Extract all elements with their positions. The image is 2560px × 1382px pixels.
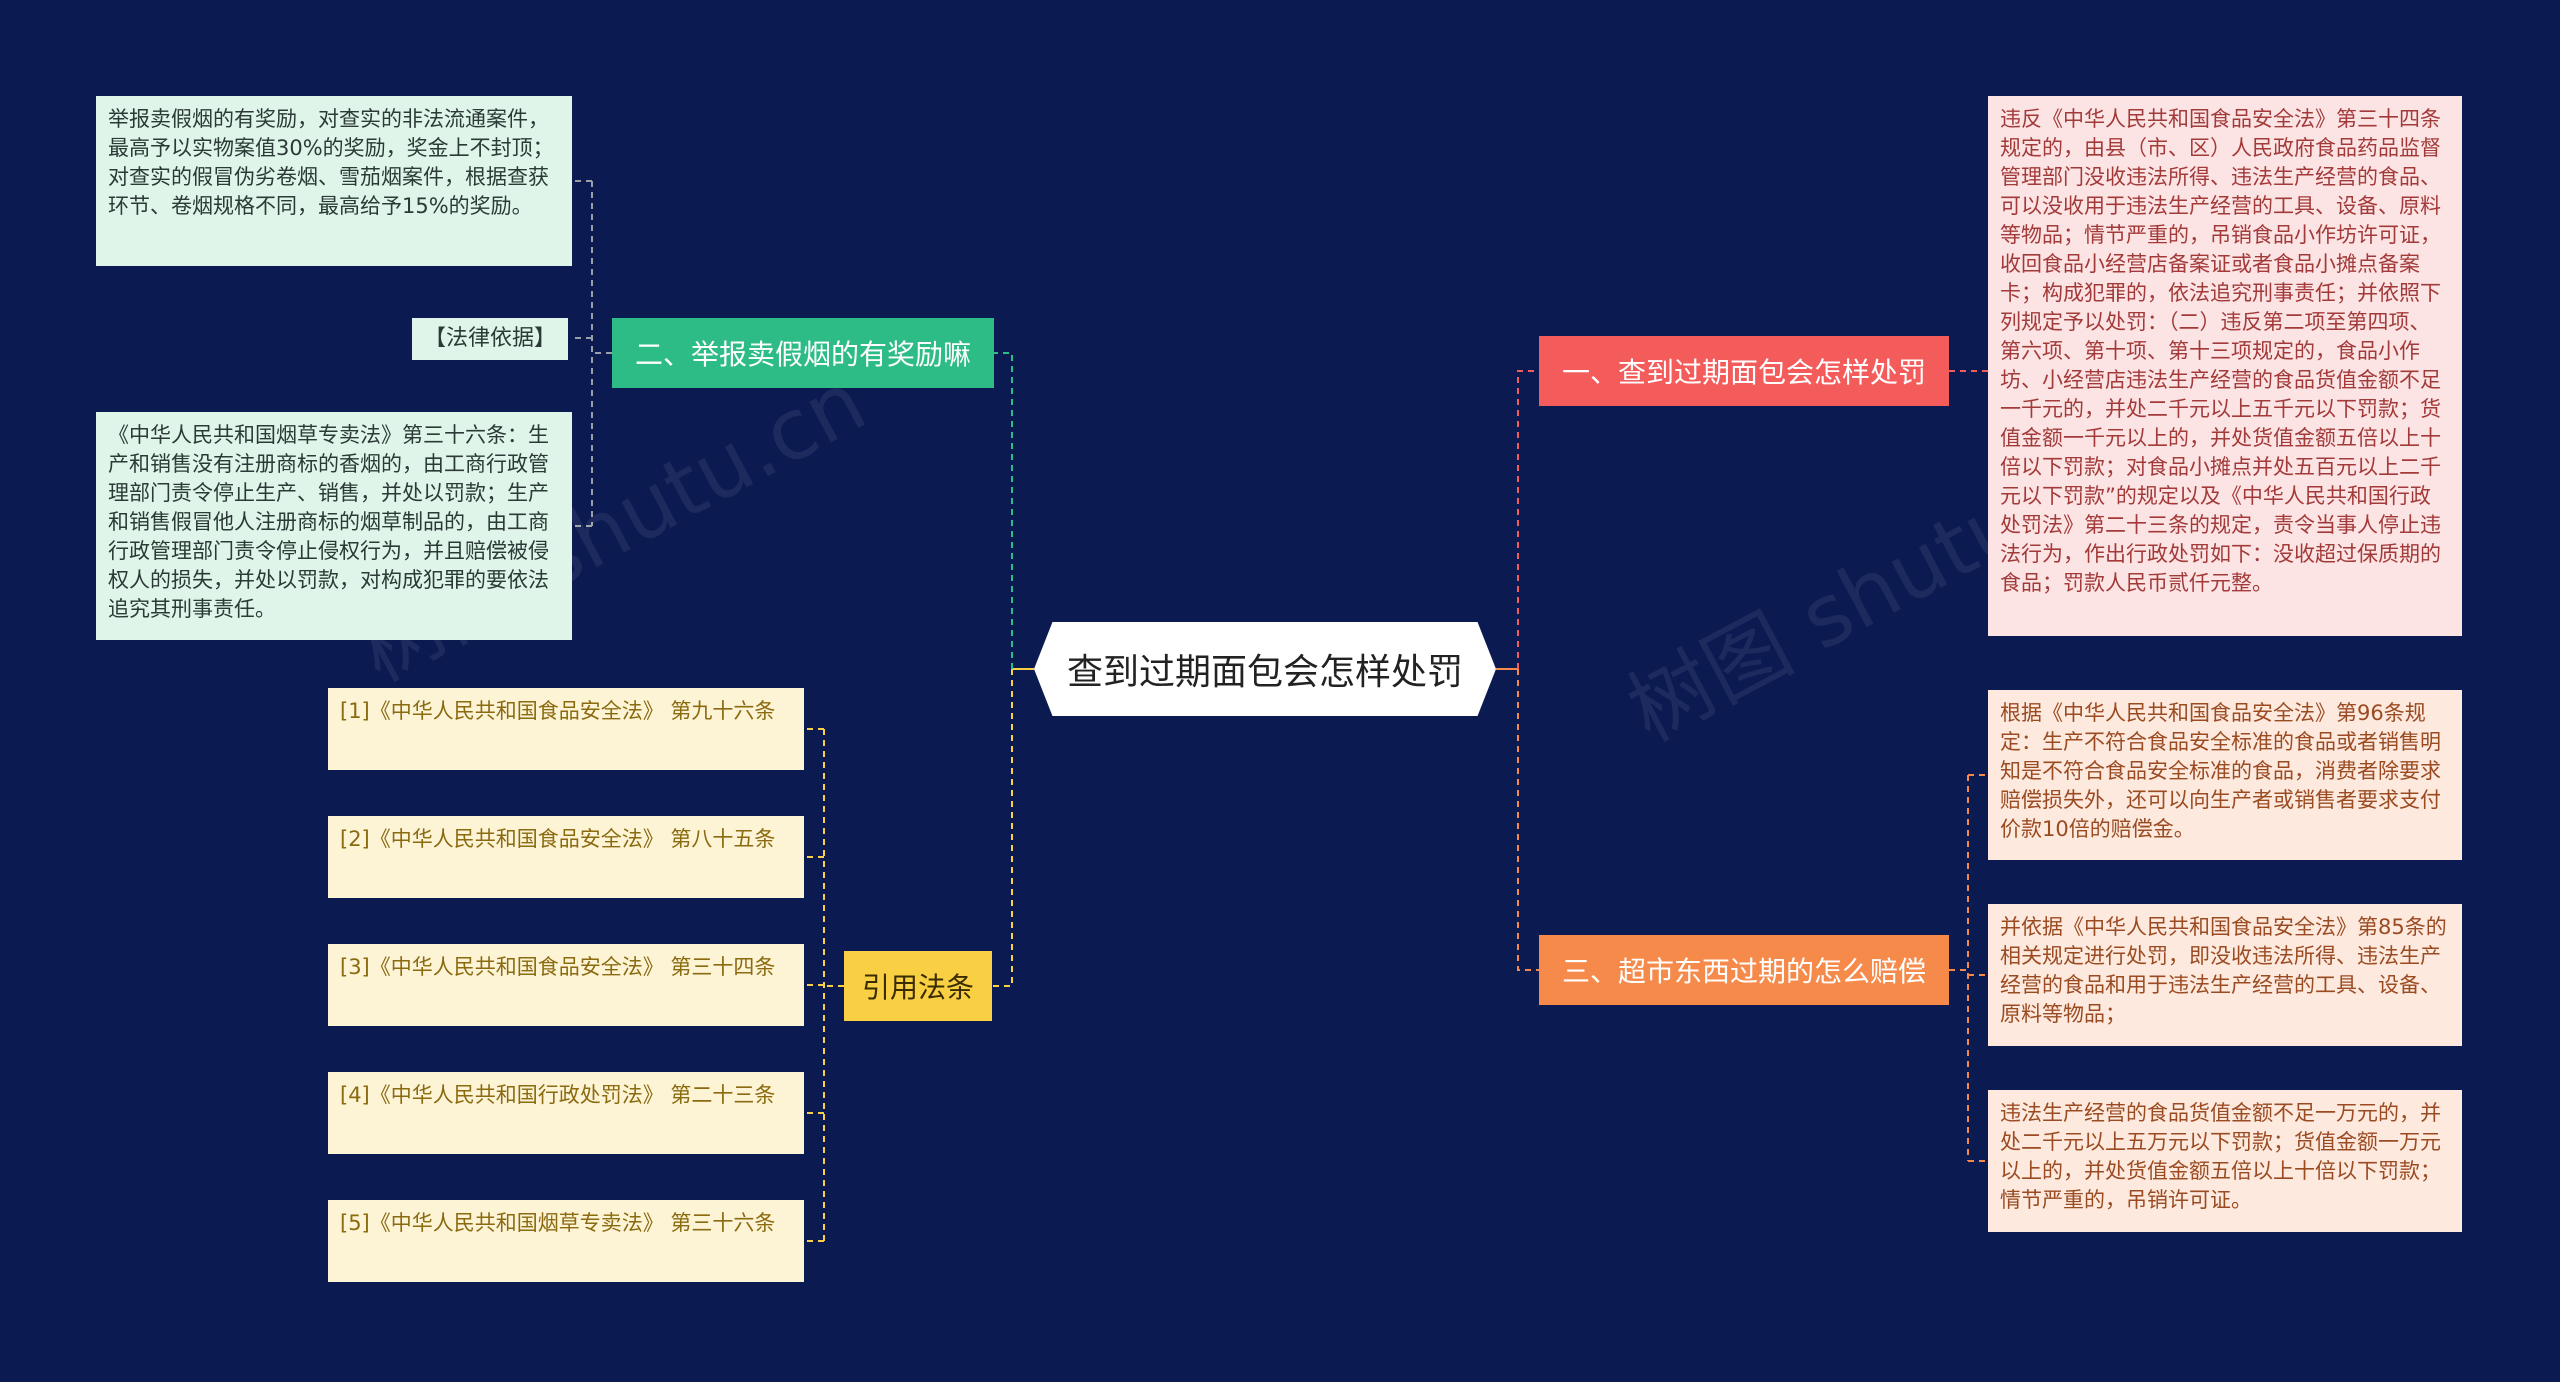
leaf-reward-detail[interactable]: 举报卖假烟的有奖励，对查实的非法流通案件，最高予以实物案值30%的奖励，奖金上不… [96, 96, 572, 266]
citation-item[interactable]: [4]《中华人民共和国行政处罚法》 第二十三条 [328, 1072, 804, 1154]
connector-b4-spine [823, 729, 844, 1241]
leaf-compensation-article-85[interactable]: 并依据《中华人民共和国食品安全法》第85条的相关规定进行处罚，即没收违法所得、违… [1988, 904, 2462, 1046]
branch-compensation[interactable]: 三、超市东西过期的怎么赔偿 [1539, 935, 1949, 1005]
central-topic[interactable]: 查到过期面包会怎样处罚 [1034, 622, 1496, 716]
citation-item[interactable]: [1]《中华人民共和国食品安全法》 第九十六条 [328, 688, 804, 770]
citation-item[interactable]: [3]《中华人民共和国食品安全法》 第三十四条 [328, 944, 804, 1026]
connector-b2-spine [591, 181, 612, 526]
connector-b3-spine [1949, 775, 1969, 1161]
connector-left-spine-b4 [992, 669, 1013, 987]
branch-reward[interactable]: 二、举报卖假烟的有奖励嘛 [612, 318, 994, 388]
leaf-tobacco-law[interactable]: 《中华人民共和国烟草专卖法》第三十六条：生产和销售没有注册商标的香烟的，由工商行… [96, 412, 572, 640]
connector-left-spine-b2 [994, 352, 1013, 669]
citation-item[interactable]: [2]《中华人民共和国食品安全法》 第八十五条 [328, 816, 804, 898]
branch-citations[interactable]: 引用法条 [844, 951, 992, 1021]
connector-right-spine-b1 [1517, 370, 1539, 669]
leaf-penalty-detail[interactable]: 违反《中华人民共和国食品安全法》第三十四条规定的，由县（市、区）人民政府食品药品… [1988, 96, 2462, 636]
citation-item[interactable]: [5]《中华人民共和国烟草专卖法》 第三十六条 [328, 1200, 804, 1282]
connector-right-spine-b3 [1517, 669, 1539, 971]
branch-penalty[interactable]: 一、查到过期面包会怎样处罚 [1539, 336, 1949, 406]
leaf-compensation-article-96[interactable]: 根据《中华人民共和国食品安全法》第96条规定：生产不符合食品安全标准的食品或者销… [1988, 690, 2462, 860]
leaf-compensation-fines[interactable]: 违法生产经营的食品货值金额不足一万元的，并处二千元以上五万元以下罚款；货值金额一… [1988, 1090, 2462, 1232]
leaf-legal-basis[interactable]: 【法律依据】 [412, 318, 569, 360]
